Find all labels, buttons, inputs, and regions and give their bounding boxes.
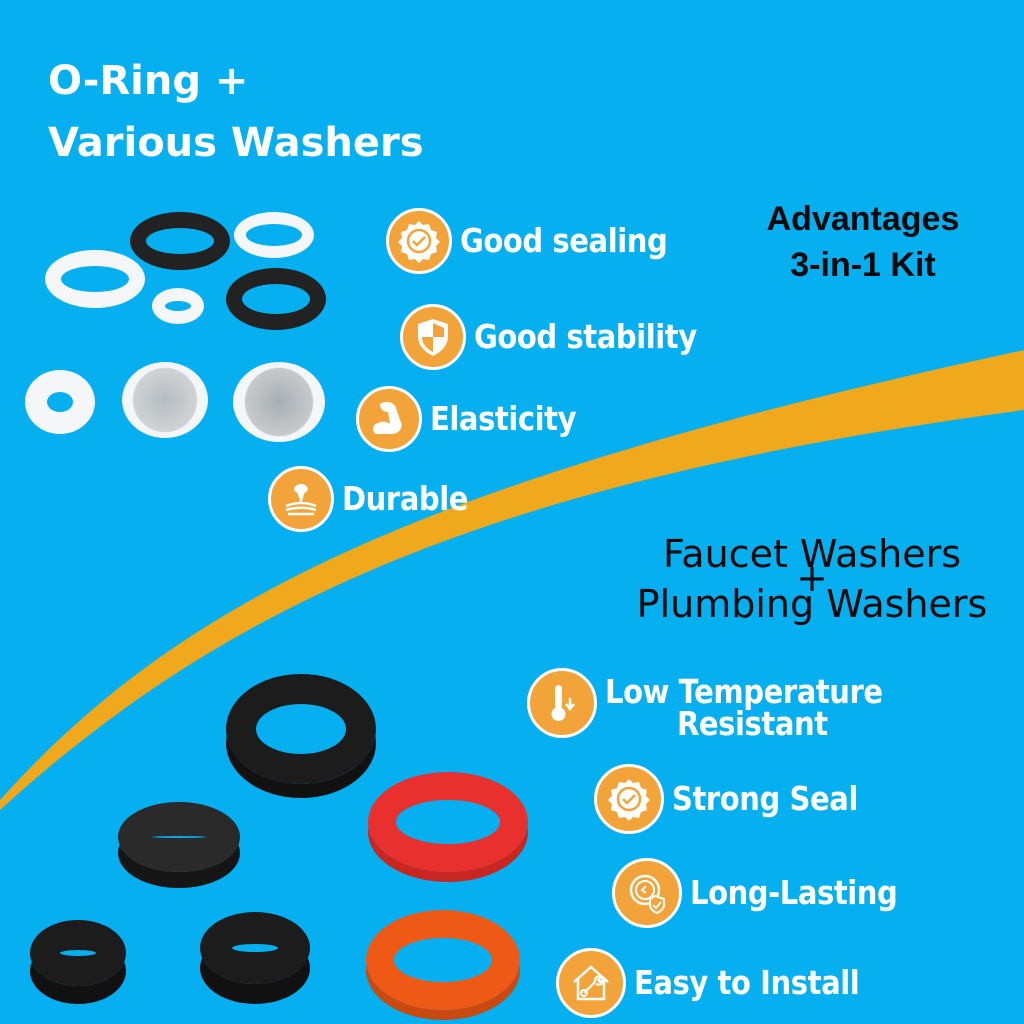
house-wrench-icon bbox=[556, 948, 626, 1018]
bottom-title-line2: Plumbing Washers bbox=[636, 582, 988, 626]
advantages-line1: Advantages bbox=[766, 200, 960, 238]
bottom-title: Faucet Washers + Plumbing Washers bbox=[600, 532, 1024, 626]
check-badge-icon bbox=[594, 764, 664, 834]
feature-label: Good sealing bbox=[460, 221, 668, 260]
feature-elasticity: Elasticity bbox=[356, 386, 596, 452]
feature-label: Good stability bbox=[474, 317, 697, 356]
feature-long-lasting: Long-Lasting bbox=[612, 858, 926, 928]
black-washer bbox=[226, 268, 326, 330]
feature-label: Durable bbox=[342, 479, 469, 518]
flexed-arm-icon bbox=[356, 386, 422, 452]
top-title-line1: O-Ring + bbox=[48, 58, 249, 104]
mesh-screen-washer bbox=[122, 362, 208, 438]
black-hose-washer bbox=[226, 674, 376, 784]
shield-icon bbox=[400, 304, 466, 370]
finger-press-icon bbox=[268, 466, 334, 532]
feature-strong-seal: Strong Seal bbox=[594, 764, 883, 834]
feature-label: Low Temperature bbox=[605, 672, 883, 711]
feature-good-sealing: Good sealing bbox=[386, 208, 696, 274]
white-washer-small bbox=[152, 288, 204, 324]
orange-washer bbox=[366, 910, 520, 1010]
feature-easy-to-install: Easy to Install bbox=[556, 948, 890, 1018]
feature-label: Easy to Install bbox=[634, 963, 860, 1002]
black-cone-washer bbox=[200, 912, 310, 984]
feature-label: Elasticity bbox=[430, 399, 577, 438]
feature-good-stability: Good stability bbox=[400, 304, 727, 370]
bottom-title-line1: Faucet Washers bbox=[662, 532, 962, 576]
white-washer bbox=[234, 212, 314, 258]
advantages-line2: 3-in-1 Kit bbox=[790, 246, 936, 284]
mesh-screen-washer bbox=[233, 362, 325, 442]
thermometer-down-icon bbox=[527, 668, 597, 738]
white-washer-thick bbox=[25, 370, 95, 434]
feature-durable: Durable bbox=[268, 466, 485, 532]
clock-shield-icon bbox=[612, 858, 682, 928]
black-cup-washer bbox=[118, 802, 240, 872]
feature-label: Long-Lasting bbox=[690, 873, 898, 912]
check-badge-icon bbox=[386, 208, 452, 274]
feature-low-temperature: Low Temperature Resistant bbox=[527, 668, 921, 742]
top-title: O-Ring + Various Washers bbox=[48, 50, 424, 174]
black-cone-washer bbox=[30, 920, 126, 986]
red-washer bbox=[368, 772, 528, 872]
top-title-line2: Various Washers bbox=[48, 120, 424, 166]
black-washer bbox=[130, 212, 230, 270]
advantages-heading: Advantages 3-in-1 Kit bbox=[728, 196, 998, 288]
feature-label-line2: Resistant bbox=[677, 704, 828, 743]
feature-label: Strong Seal bbox=[672, 779, 858, 818]
white-washer bbox=[45, 250, 145, 308]
